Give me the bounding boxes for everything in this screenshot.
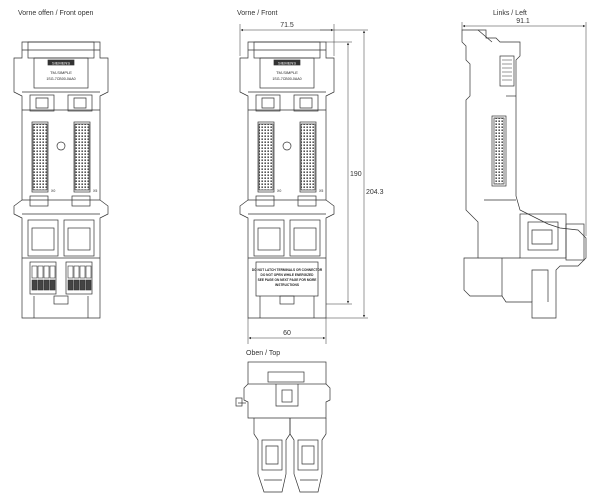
front-dimension-texts: 71.5 190 204.3 60: [280, 22, 383, 337]
front-warning-line-4: INSTRUCTIONS: [275, 283, 299, 287]
front-module-name: TM-SIMPLE: [276, 70, 298, 75]
front-open-order-no: 1SG-7CB00-0AA0: [46, 77, 75, 81]
front-total-height-dimension: 204.3: [366, 189, 384, 196]
front-open-view-label: Vorne offen / Front open: [18, 10, 94, 17]
front-brand: SIEMENS: [278, 60, 296, 65]
front-open-view: [13, 41, 109, 319]
front-open-brand: SIEMENS: [52, 60, 70, 65]
top-view-label: Oben / Top: [246, 350, 281, 357]
front-open-slot-right: X5: [93, 189, 97, 193]
front-open-texts: SIEMENS TM-SIMPLE 1SG-7CB00-0AA0 X0 X5: [46, 60, 97, 193]
front-bottom-width-dimension: 60: [283, 330, 291, 337]
front-slot-left: X0: [277, 189, 281, 193]
left-view: [461, 29, 587, 319]
top-view: [235, 361, 331, 493]
front-view: [239, 41, 335, 319]
left-view-label: Links / Left: [493, 10, 527, 17]
front-warning-line-1: DO NOT LATCH TERMINALS OR CONNECTOR: [252, 268, 323, 272]
front-height-dimension: 190: [350, 171, 362, 178]
front-view-label: Vorne / Front: [237, 10, 278, 17]
front-slot-right: X5: [319, 189, 323, 193]
front-open-module-name: TM-SIMPLE: [50, 70, 72, 75]
front-dimensions: [239, 24, 368, 344]
left-depth-dimension: 91.1: [516, 18, 530, 25]
front-warning-line-2: DO NOT OPEN WHILE ENERGIZED: [261, 273, 315, 277]
front-open-slot-left: X0: [51, 189, 55, 193]
left-dimensions: [461, 22, 587, 236]
front-warning-line-3: SEE PAGE ON NEXT PAGE FOR MORE: [258, 278, 317, 282]
front-texts: SIEMENS TM-SIMPLE 1SG-7CB00-0AA0 X0 X5 D…: [252, 60, 324, 287]
front-order-no: 1SG-7CB00-0AA0: [272, 77, 301, 81]
front-width-dimension: 71.5: [280, 22, 294, 29]
